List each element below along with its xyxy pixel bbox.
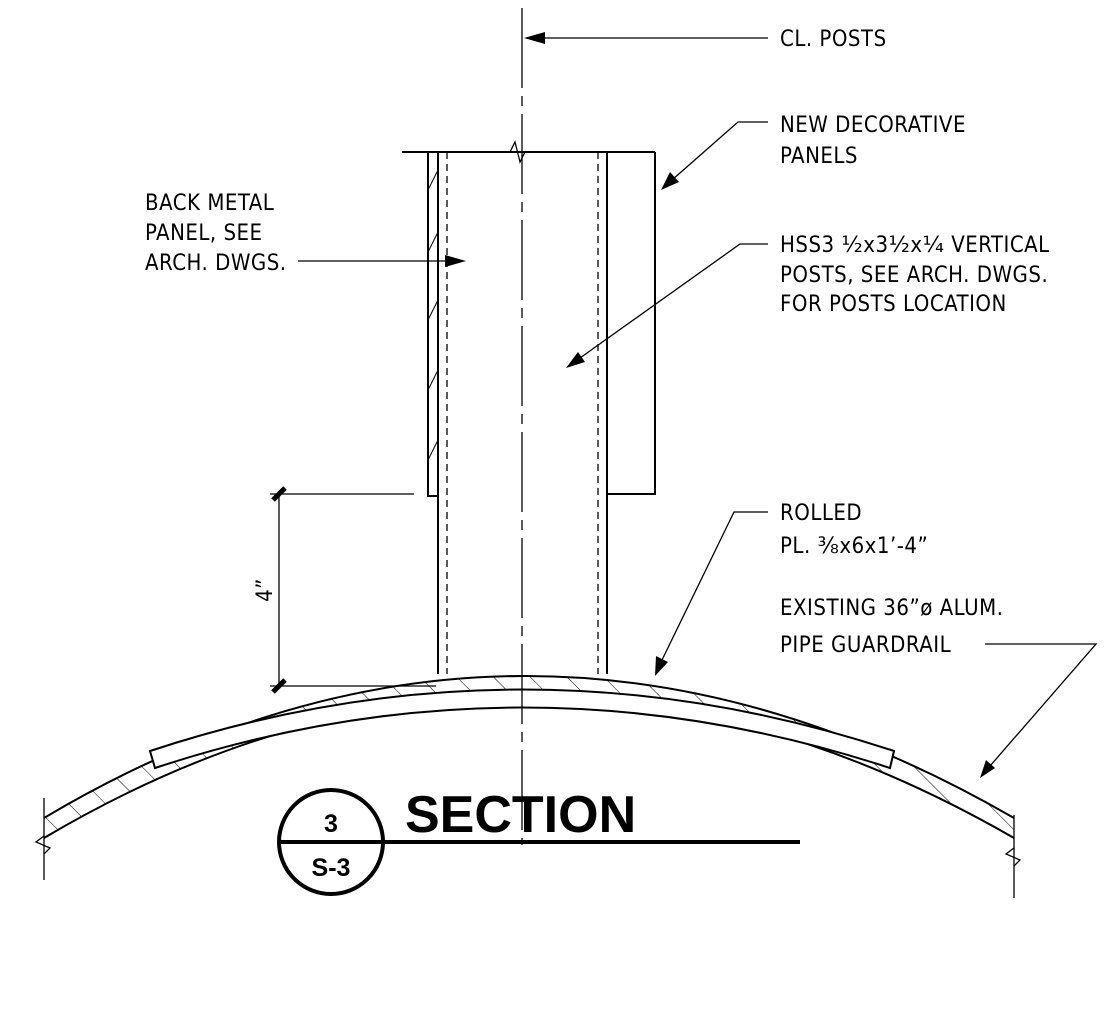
svg-text:PL. ⅜x6x1’-4”: PL. ⅜x6x1’-4”	[780, 534, 928, 559]
label-cl-posts: CL. POSTS	[780, 27, 887, 52]
label-back-metal-panel: BACK METAL PANEL, SEE ARCH. DWGS.	[145, 191, 287, 276]
leader-hss	[566, 243, 768, 368]
svg-text:ARCH. DWGS.: ARCH. DWGS.	[145, 251, 287, 276]
sheet-number: S-3	[312, 854, 351, 882]
svg-text:BACK METAL: BACK METAL	[145, 191, 274, 216]
leader-existing-pipe	[980, 643, 1098, 778]
hss-vertical-post	[402, 140, 655, 674]
detail-number: 3	[324, 810, 338, 838]
svg-text:PANELS: PANELS	[780, 144, 858, 169]
section-title: SECTION	[405, 786, 636, 844]
svg-text:HSS3 ½x3½x¼ VERTICAL: HSS3 ½x3½x¼ VERTICAL	[780, 233, 1050, 258]
section-title-block: 3 S-3 SECTION	[277, 786, 800, 896]
dimension-4in: 4”	[253, 486, 436, 694]
svg-text:FOR POSTS LOCATION: FOR POSTS LOCATION	[780, 292, 1007, 317]
label-existing-pipe-guardrail: EXISTING 36”ø ALUM. PIPE GUARDRAIL	[780, 596, 1003, 658]
dimension-label: 4”	[253, 578, 278, 602]
label-hss-posts: HSS3 ½x3½x¼ VERTICAL POSTS, SEE ARCH. DW…	[780, 233, 1050, 317]
label-rolled-plate: ROLLED PL. ⅜x6x1’-4”	[780, 501, 928, 559]
new-decorative-panel	[607, 152, 656, 495]
label-new-decorative-panels: NEW DECORATIVE PANELS	[780, 113, 966, 169]
svg-text:PANEL, SEE: PANEL, SEE	[145, 221, 263, 246]
back-metal-panel	[427, 151, 439, 497]
svg-text:POSTS, SEE ARCH. DWGS.: POSTS, SEE ARCH. DWGS.	[780, 263, 1048, 288]
svg-text:CL. POSTS: CL. POSTS	[780, 27, 887, 52]
leader-rolled-plate	[655, 511, 768, 676]
leader-cl-posts	[524, 32, 768, 44]
svg-text:NEW DECORATIVE: NEW DECORATIVE	[780, 113, 966, 138]
svg-text:ROLLED: ROLLED	[780, 501, 862, 526]
svg-text:PIPE GUARDRAIL: PIPE GUARDRAIL	[780, 633, 951, 658]
svg-text:EXISTING 36”ø ALUM.: EXISTING 36”ø ALUM.	[780, 596, 1003, 621]
leader-new-panels	[661, 121, 768, 190]
rolled-plate	[148, 688, 896, 770]
leader-back-panel	[298, 255, 466, 267]
